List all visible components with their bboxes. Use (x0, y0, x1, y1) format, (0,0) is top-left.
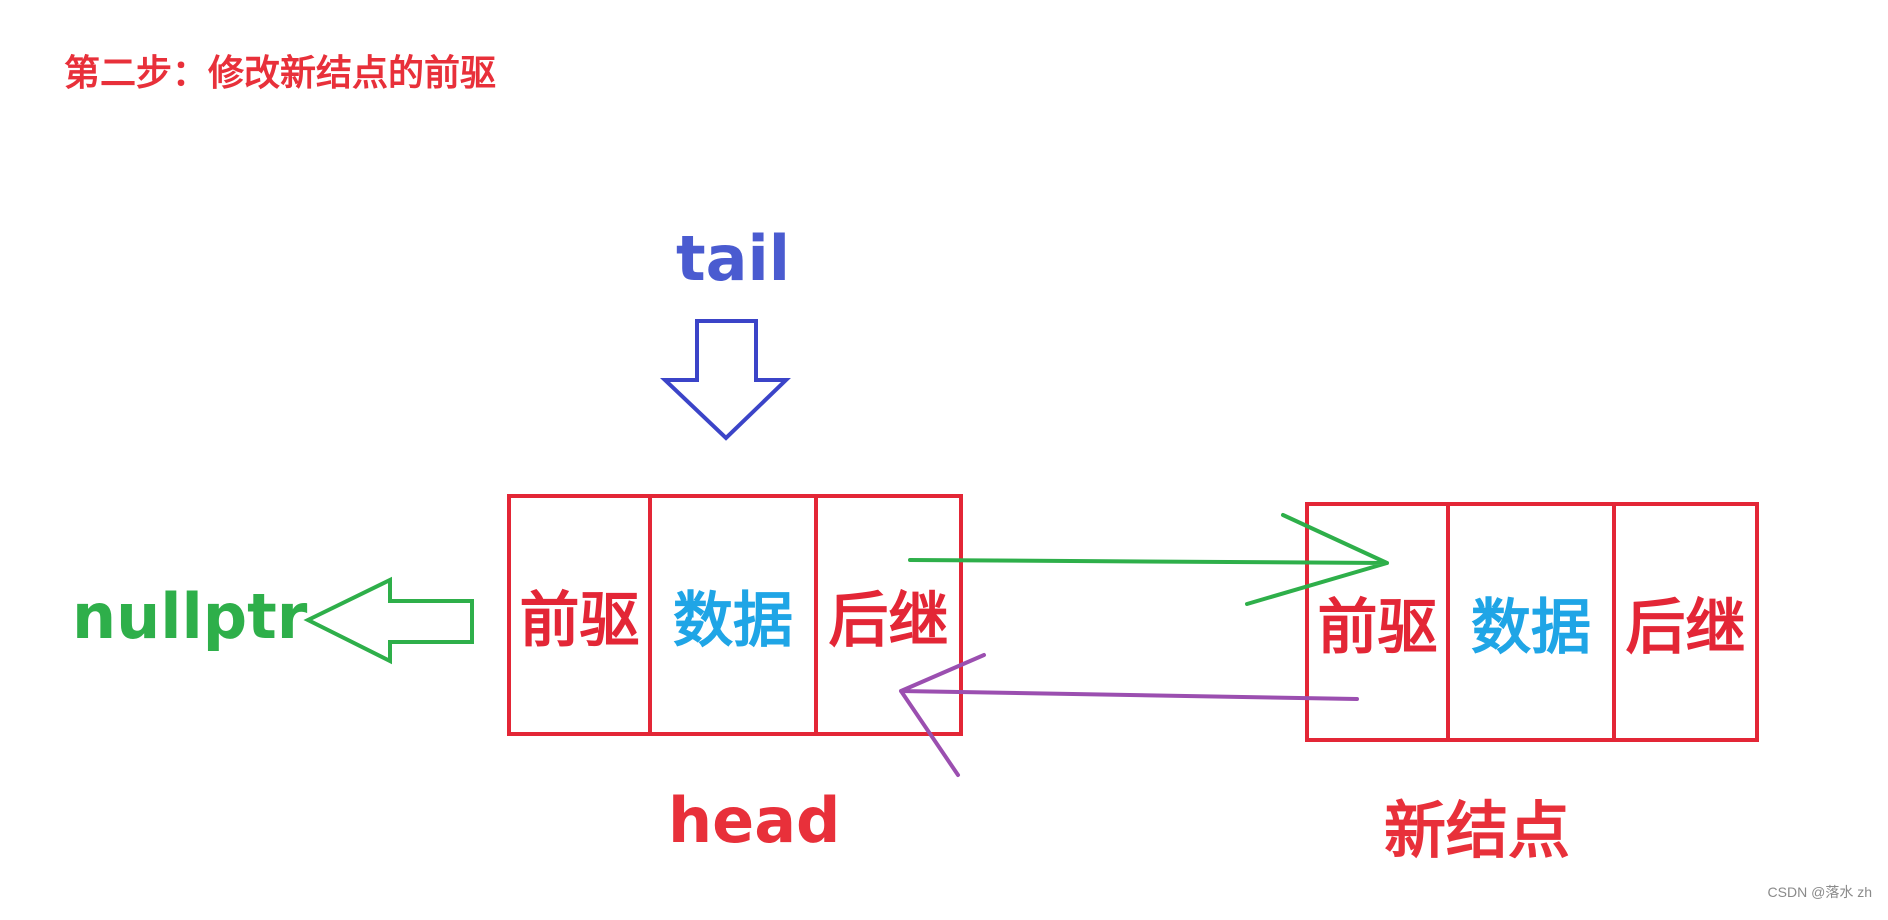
nullptr-label: nullptr (72, 580, 308, 653)
head-node-prev-cell: 前驱 (519, 585, 640, 656)
step-title: 第二步：修改新结点的前驱 (64, 53, 497, 94)
new-node-data-cell: 数据 (1446, 506, 1612, 738)
watermark: CSDN @落水 zh (1767, 884, 1872, 900)
next-pointer-arrow-icon (908, 513, 1389, 606)
nullptr-left-arrow-icon (303, 576, 474, 665)
prev-pointer-arrow-icon (899, 653, 1359, 777)
head-node: 前驱 数据 后继 (507, 494, 963, 736)
new-node-prev-cell: 前驱 (1317, 592, 1438, 663)
tail-down-arrow-icon (659, 319, 791, 441)
new-node-next-cell: 后继 (1612, 506, 1755, 738)
head-node-data-cell: 数据 (648, 498, 814, 732)
new-node: 前驱 数据 后继 (1305, 502, 1759, 742)
head-pointer-label: head (668, 784, 841, 857)
new-node-label: 新结点 (1384, 794, 1571, 867)
tail-pointer-label: tail (676, 222, 790, 295)
head-node-next-cell: 后继 (814, 498, 959, 732)
